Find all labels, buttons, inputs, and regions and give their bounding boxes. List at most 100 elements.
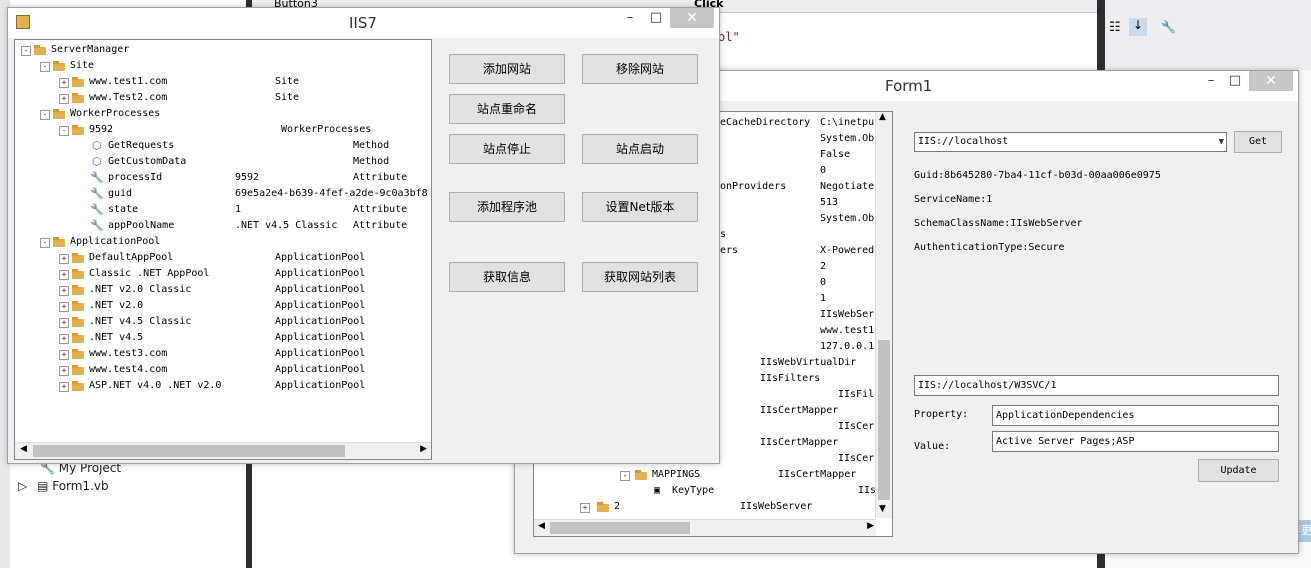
- property-pages-icon[interactable]: 🔧: [1161, 20, 1176, 34]
- tree-node[interactable]: 0: [534, 163, 874, 179]
- tree-node[interactable]: IIsWebVirtualDir: [534, 355, 874, 371]
- solution-item-form1[interactable]: ▷ ▤ Form1.vb: [18, 479, 109, 493]
- maximize-button[interactable]: □: [1228, 73, 1242, 88]
- tree-node[interactable]: 127.0.0.1: [534, 339, 874, 355]
- expand-icon[interactable]: +: [59, 94, 69, 104]
- minimize-button[interactable]: –: [1207, 73, 1215, 88]
- expand-arrow-icon[interactable]: ▷: [18, 479, 28, 493]
- set-net-version-button[interactable]: 设置Net版本: [582, 192, 698, 222]
- event-dropdown[interactable]: Click: [694, 0, 724, 10]
- tree-node[interactable]: IIsCertMapper: [534, 403, 874, 419]
- expand-icon[interactable]: +: [59, 78, 69, 88]
- scroll-left-icon[interactable]: ◀: [538, 521, 545, 531]
- expand-icon[interactable]: +: [59, 334, 69, 344]
- expand-icon[interactable]: +: [59, 254, 69, 264]
- collapse-icon[interactable]: -: [620, 471, 630, 481]
- chevron-down-icon[interactable]: ▼: [1218, 137, 1224, 147]
- close-button[interactable]: ✕: [1249, 71, 1293, 91]
- collapse-icon[interactable]: -: [40, 62, 50, 72]
- add-app-pool-button[interactable]: 添加程序池: [449, 192, 565, 222]
- tree-node[interactable]: IIsWebSer: [534, 307, 874, 323]
- expand-icon[interactable]: +: [59, 350, 69, 360]
- scroll-right-icon[interactable]: ▶: [420, 444, 427, 454]
- collapse-icon[interactable]: -: [21, 46, 31, 56]
- path-input[interactable]: IIS://localhost/W3SVC/1: [914, 375, 1279, 396]
- solution-item-my-project[interactable]: 🔧 My Project: [40, 461, 122, 475]
- expand-icon[interactable]: +: [580, 503, 590, 513]
- scroll-right-icon[interactable]: ▶: [867, 521, 874, 531]
- value-input[interactable]: Active Server Pages;ASP: [992, 431, 1279, 452]
- scroll-left-icon[interactable]: ◀: [20, 444, 27, 454]
- tree-node[interactable]: -ServerManager: [15, 42, 431, 58]
- maximize-button[interactable]: □: [649, 10, 663, 25]
- object-dropdown[interactable]: Button3: [274, 0, 318, 10]
- tree-node[interactable]: s: [534, 227, 874, 243]
- iis7-tree-hthumb[interactable]: [33, 445, 345, 457]
- tree-node[interactable]: IIsCer: [534, 419, 874, 435]
- tree-node[interactable]: -Site: [15, 58, 431, 74]
- iis7-tree-hscroll[interactable]: ◀ ▶: [15, 442, 431, 459]
- expand-icon[interactable]: +: [59, 302, 69, 312]
- tree-node[interactable]: System.Ob: [534, 211, 874, 227]
- scroll-up-icon[interactable]: ▲: [879, 112, 886, 122]
- remove-site-button[interactable]: 移除网站: [582, 54, 698, 84]
- tree-node[interactable]: IIsFilters: [534, 371, 874, 387]
- tree-node[interactable]: System.Ob: [534, 131, 874, 147]
- form1-tree-hscroll[interactable]: ◀ ▶: [534, 519, 876, 536]
- scroll-down-icon[interactable]: ▼: [879, 504, 886, 514]
- tree-node[interactable]: IIsFil: [534, 387, 874, 403]
- add-site-button[interactable]: 添加网站: [449, 54, 565, 84]
- path-combobox[interactable]: IIS://localhost ▼: [914, 132, 1227, 152]
- tree-node[interactable]: -WorkerProcesses: [15, 106, 431, 122]
- expand-icon[interactable]: +: [59, 318, 69, 328]
- expand-icon[interactable]: +: [59, 366, 69, 376]
- collapse-icon[interactable]: -: [40, 110, 50, 120]
- collapse-icon[interactable]: -: [59, 126, 69, 136]
- update-button[interactable]: Update: [1198, 459, 1279, 482]
- minimize-button[interactable]: –: [626, 10, 634, 25]
- tree-node[interactable]: IIsCertMapper: [534, 435, 874, 451]
- expand-icon[interactable]: +: [59, 382, 69, 392]
- form1-tree-vthumb[interactable]: [878, 340, 890, 500]
- categorized-icon[interactable]: ☷: [1109, 20, 1121, 35]
- tree-node[interactable]: 1: [534, 291, 874, 307]
- sort-alpha-icon[interactable]: ↓: [1129, 18, 1147, 36]
- collapse-icon[interactable]: -: [40, 238, 50, 248]
- get-site-list-button[interactable]: 获取网站列表: [582, 262, 698, 292]
- tree-node[interactable]: -ApplicationPool: [15, 234, 431, 250]
- tree-node[interactable]: IIsCer: [534, 451, 874, 467]
- close-button[interactable]: ✕: [670, 8, 714, 28]
- get-button[interactable]: Get: [1234, 131, 1282, 153]
- expand-icon[interactable]: +: [59, 286, 69, 296]
- form1-tree-vscroll[interactable]: ▲ ▼: [875, 112, 892, 518]
- tree-node[interactable]: 513: [534, 195, 874, 211]
- tree-node[interactable]: False: [534, 147, 874, 163]
- stop-site-button[interactable]: 站点停止: [449, 134, 565, 164]
- start-site-button[interactable]: 站点启动: [582, 134, 698, 164]
- tree-node[interactable]: www.test1: [534, 323, 874, 339]
- tree-node[interactable]: 0: [534, 275, 874, 291]
